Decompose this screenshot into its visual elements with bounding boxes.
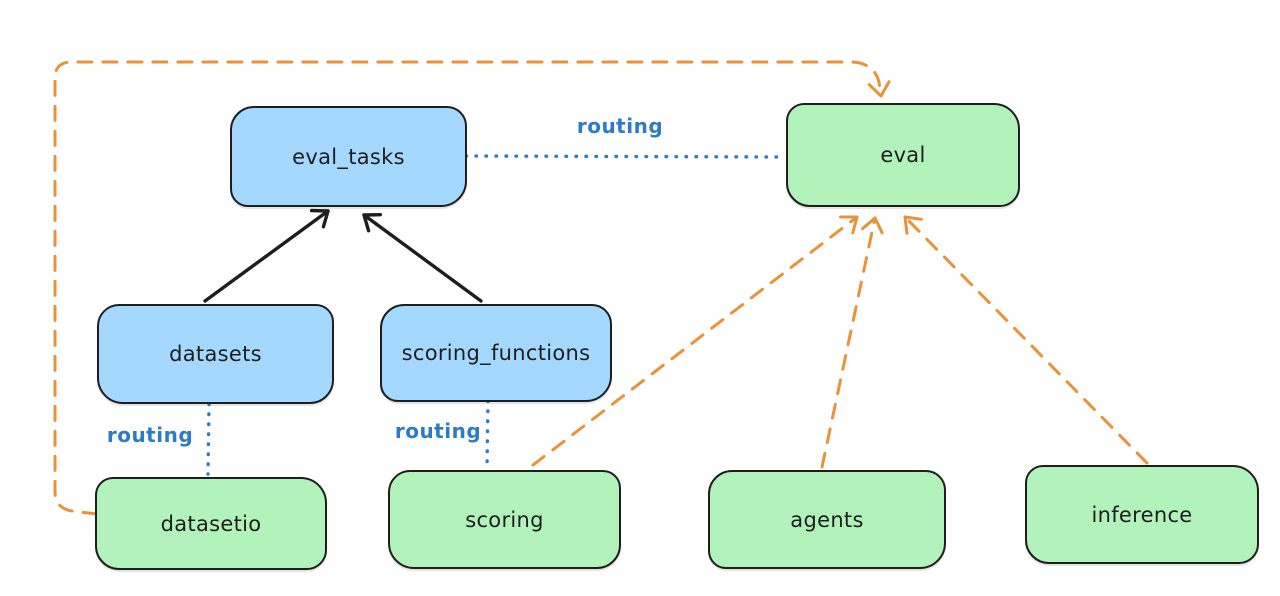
edge-scoring-to-eval [531,215,859,467]
node-eval: eval [786,103,1020,207]
edge-eval-tasks-to-eval [464,154,786,159]
edge-label-eval-tasks-eval-routing: routing [576,114,664,138]
node-scoring-label: scoring [465,507,544,532]
node-datasets: datasets [97,304,334,404]
node-inference: inference [1025,465,1259,564]
node-datasetio-label: datasetio [160,511,262,536]
edge-datasets-to-eval-tasks [203,208,330,303]
node-datasetio: datasetio [95,477,327,570]
node-agents-label: agents [790,507,864,532]
node-datasets-label: datasets [169,342,262,366]
edge-label-scoring-functions-scoring-routing: routing [394,419,482,443]
edge-scoring-functions-to-eval-tasks [362,212,483,303]
edge-datasetio-to-eval [53,60,891,516]
node-agents: agents [708,470,946,569]
node-scoring-functions: scoring_functions [380,304,612,402]
node-eval-tasks-label: eval_tasks [292,144,405,169]
edge-label-datasets-datasetio-routing: routing [106,423,194,447]
edge-inference-to-eval [903,215,1149,465]
edge-agents-to-eval [820,216,884,469]
node-eval-tasks: eval_tasks [230,106,467,207]
edge-scoring-functions-to-scoring [485,399,490,469]
edge-datasets-to-datasetio [206,402,211,476]
node-scoring-functions-label: scoring_functions [401,341,591,365]
node-eval-label: eval [880,143,926,167]
node-scoring: scoring [388,470,621,569]
node-inference-label: inference [1091,502,1193,527]
